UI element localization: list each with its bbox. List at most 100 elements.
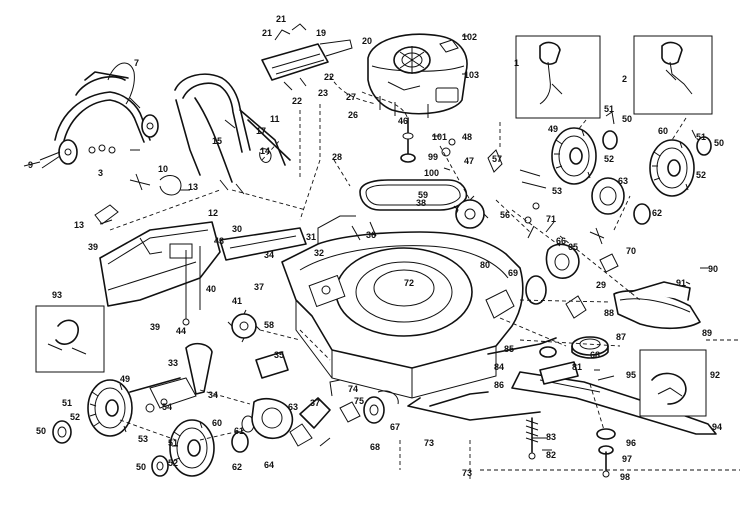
handle-knobs [39,114,159,169]
callout-p10: 10 [158,164,168,174]
deck-bracket [219,227,307,261]
callout-p57: 57 [492,154,502,164]
callout-p1: 1 [514,58,519,68]
rear-wheel-gear-cover [251,397,294,440]
callout-p51d: 51 [168,438,178,448]
callout-p34b: 34 [208,390,218,400]
callout-p67: 67 [390,422,400,432]
callout-p11: 11 [270,114,280,124]
callout-p49b: 49 [120,374,130,384]
callout-p48: 48 [462,132,472,142]
callout-p66: 66 [556,236,566,246]
callout-p52c: 52 [70,412,80,422]
callout-p21a: 21 [262,28,272,38]
callout-p84: 84 [494,362,504,372]
callout-p89: 89 [702,328,712,338]
callout-p98: 98 [620,472,630,482]
callout-p3: 3 [98,168,103,178]
callout-p93: 93 [52,290,62,300]
transmission-bar [377,390,541,421]
callout-p22b: 22 [324,72,334,82]
callout-p71: 71 [546,214,556,224]
callout-p46: 46 [398,116,408,126]
callout-p68a: 68 [590,350,600,360]
callout-p102: 102 [462,32,477,42]
callout-p61: 61 [234,426,244,436]
callout-p32: 32 [314,248,324,258]
engine-assembly [367,33,468,118]
callout-p30: 30 [232,224,242,234]
callout-p15: 15 [212,136,222,146]
callout-p35: 35 [274,350,284,360]
callout-p49a: 49 [548,124,558,134]
callout-p63a: 63 [618,176,628,186]
callout-labels: 1 2 3 7 9 10 11 12 13 13 14 15 17 19 20 … [28,14,724,482]
mower-deck [281,215,524,399]
callout-p9: 9 [28,160,33,170]
callout-p65: 65 [568,242,578,252]
callout-p52b: 52 [696,170,706,180]
hubcap-rear-left [169,419,215,477]
callout-p37a: 37 [254,282,264,292]
callout-p99: 99 [428,152,438,162]
inset-box-1 [515,35,601,119]
leader-lines [109,75,740,480]
callout-p63b: 63 [288,402,298,412]
callout-p69: 69 [508,268,518,278]
callout-p56: 56 [500,210,510,220]
callout-p29: 29 [596,280,606,290]
callout-p81: 81 [572,362,582,372]
wheel-front-left [87,379,133,437]
callout-p64: 64 [264,460,274,470]
callout-p75: 75 [354,396,364,406]
drive-shaft-parts [429,337,579,407]
callout-p33: 33 [168,358,178,368]
label-leader-ticks [23,35,708,451]
callout-p21b: 21 [276,14,286,24]
callout-p38: 38 [416,198,426,208]
inset-box-93 [35,305,105,373]
front-axle [129,377,181,413]
height-adjuster [227,309,261,343]
pulley [453,195,489,229]
callout-p50a: 50 [622,114,632,124]
callout-p26: 26 [348,110,358,120]
rear-door [99,221,221,307]
rear-axle-bracket [289,397,331,447]
callout-p50d: 50 [136,462,146,472]
callout-p92: 92 [710,370,720,380]
handle-hardware [88,119,272,225]
control-cable [107,62,141,109]
callout-p20: 20 [362,36,372,46]
callout-p40: 40 [206,284,216,294]
callout-p2: 2 [622,74,627,84]
callout-p58: 58 [264,320,274,330]
callout-p43: 43 [214,236,224,246]
spring-shaft [525,417,539,460]
blade-adapter [571,336,609,359]
callout-p44: 44 [176,326,186,336]
callout-p53a: 53 [552,186,562,196]
callout-p83: 83 [546,432,556,442]
lower-handle [174,73,291,183]
small-gear-front [329,379,385,424]
callout-p73a: 73 [424,438,434,448]
callout-p41: 41 [232,296,242,306]
callout-p101: 101 [432,132,447,142]
callout-p70: 70 [626,246,636,256]
callout-p34a: 34 [264,250,274,260]
callout-p22a: 22 [292,96,302,106]
hubcap-right [591,177,651,225]
gear-rear-right [691,129,712,156]
callout-p91: 91 [676,278,686,288]
callout-p100: 100 [424,168,439,178]
spacer-plate [255,351,289,379]
callout-p95: 95 [626,370,636,380]
callout-p52a: 52 [604,154,614,164]
callout-p62a: 62 [652,208,662,218]
callout-p97: 97 [622,454,632,464]
callout-p51b: 51 [696,132,706,142]
callout-p51c: 51 [62,398,72,408]
callout-p90: 90 [708,264,718,274]
